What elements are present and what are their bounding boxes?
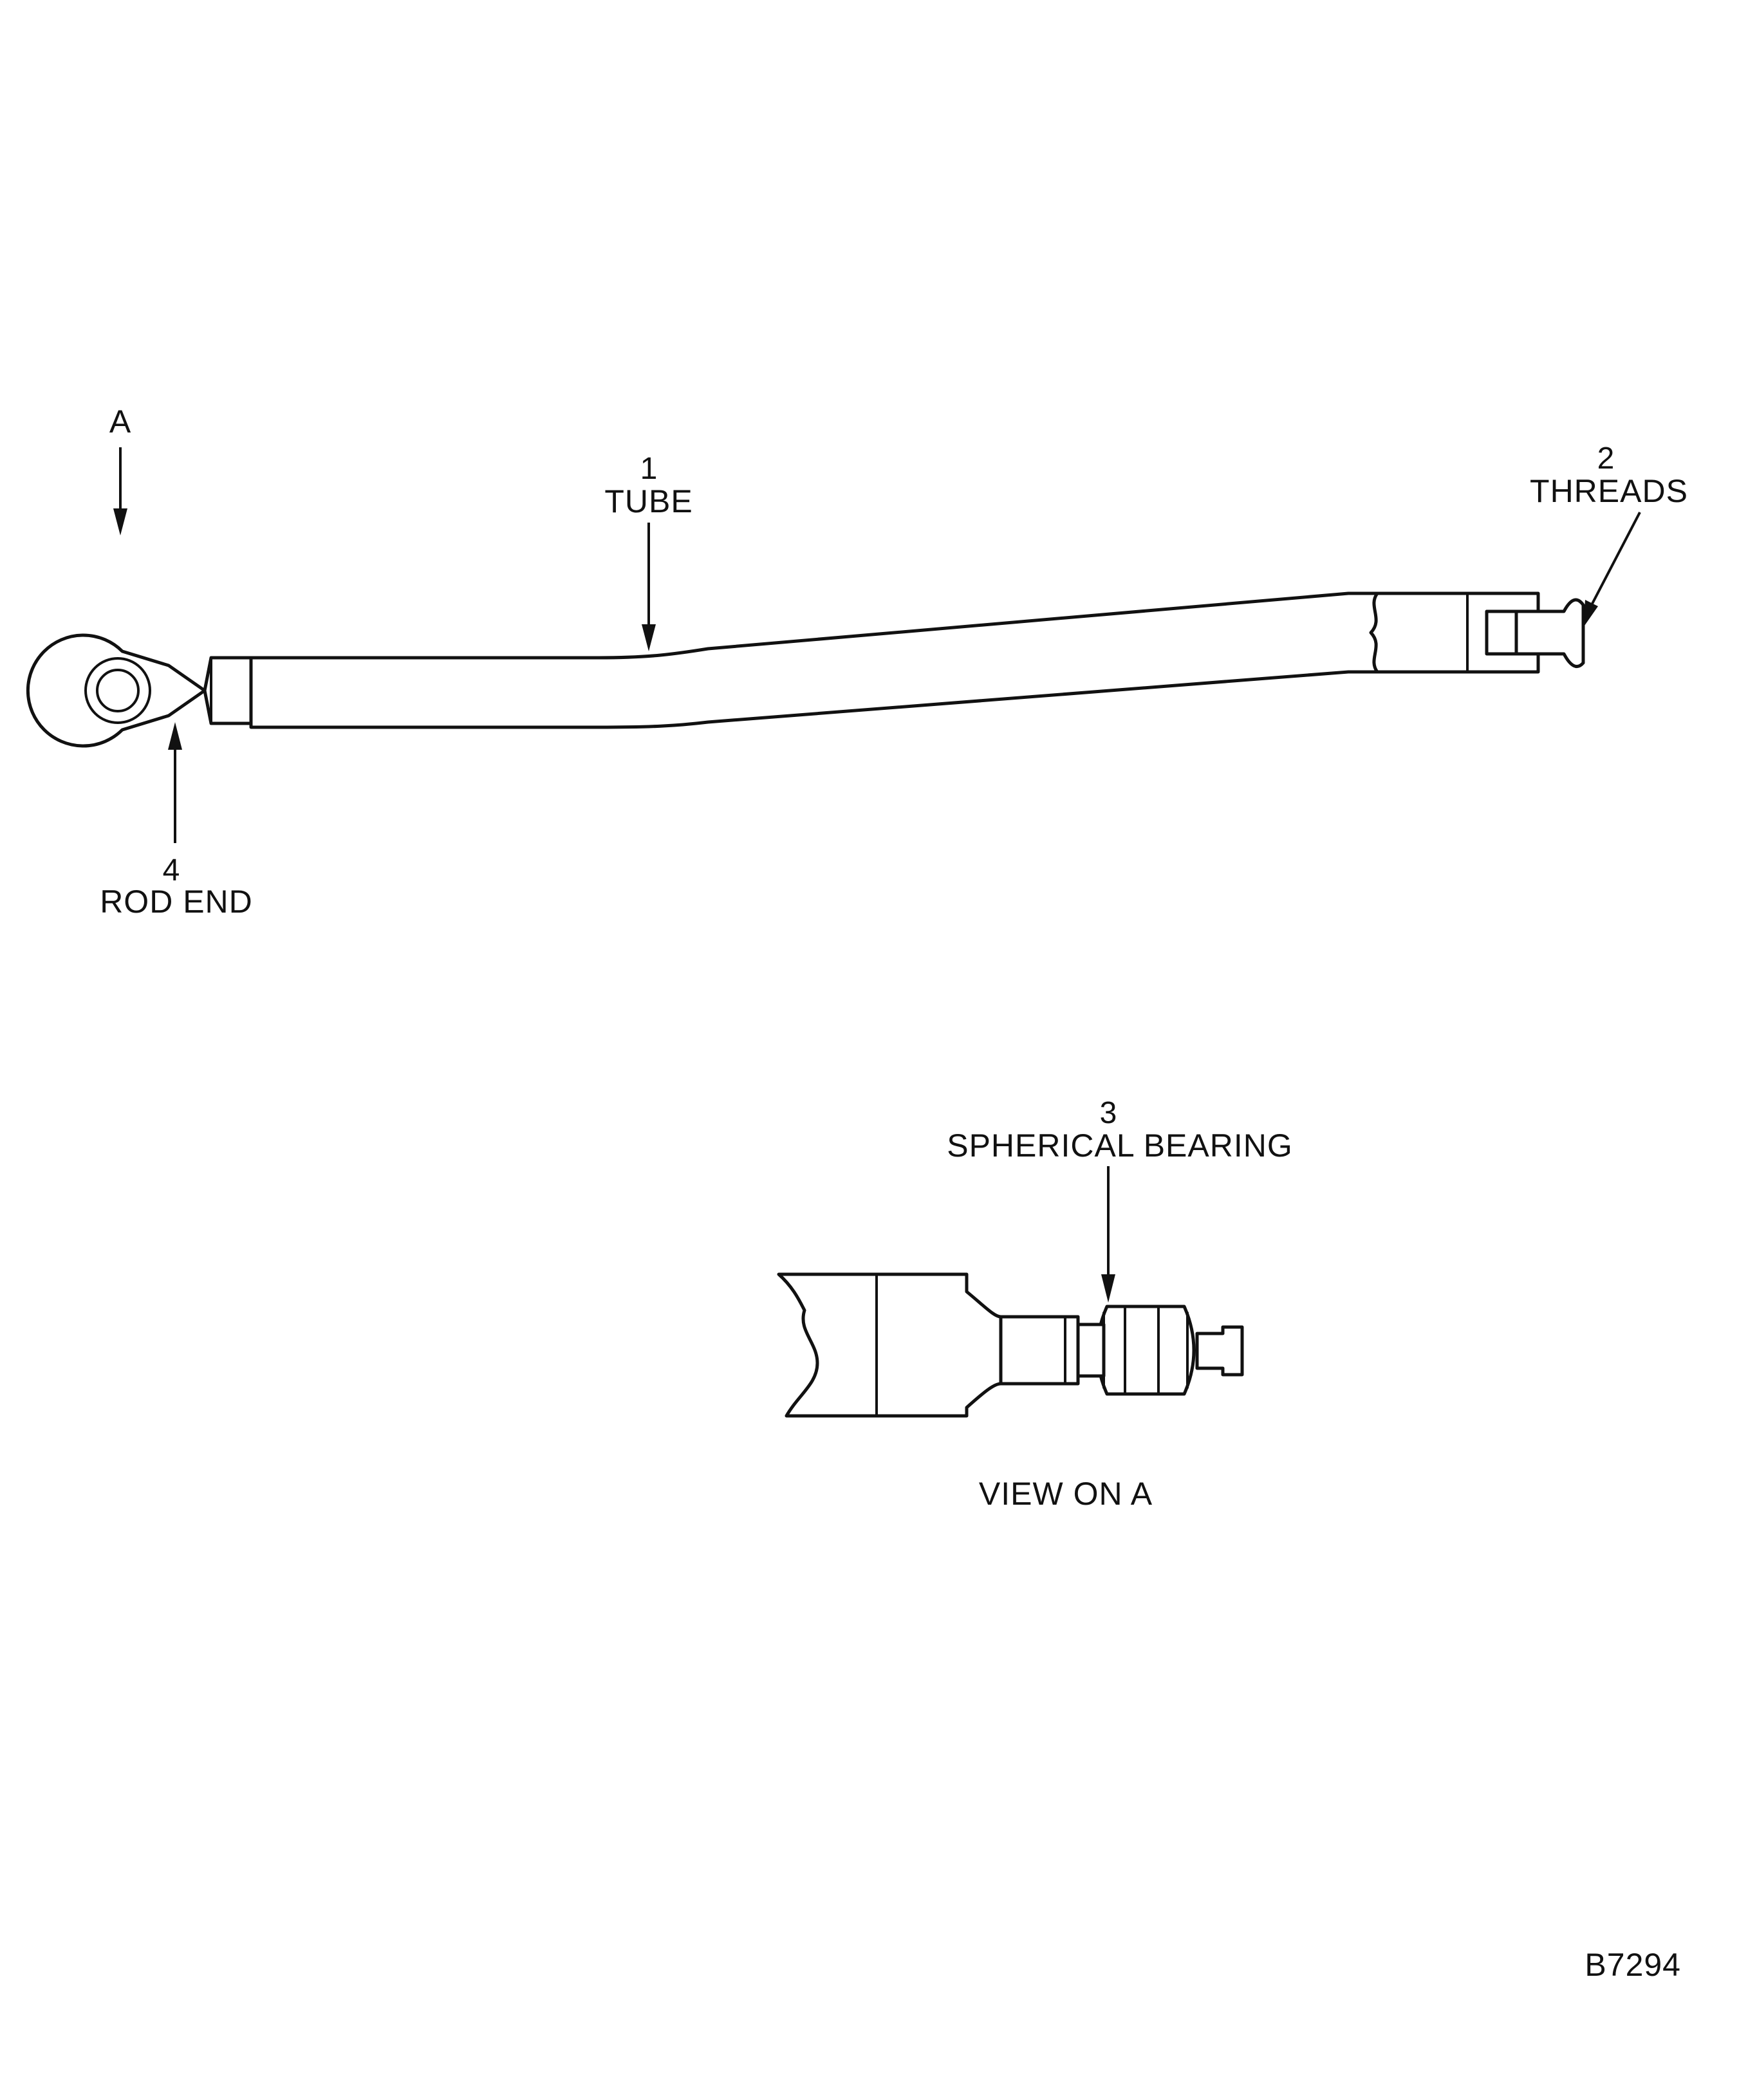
callout-threads-label: THREADS xyxy=(1530,473,1688,509)
view-a-letter: A xyxy=(109,404,131,440)
callout-rod-end-number: 4 xyxy=(163,853,180,887)
thread-relief xyxy=(1485,609,1518,656)
view-caption: VIEW ON A xyxy=(979,1476,1153,1512)
callout-threads: 2 THREADS xyxy=(1530,441,1688,627)
callout-threads-arrowhead xyxy=(1583,600,1598,627)
rod-end-bearing-ring xyxy=(84,657,151,724)
callout-tube-number: 1 xyxy=(640,452,658,486)
rod-end-eye-body xyxy=(26,633,207,748)
callout-bearing-label: SPHERICAL BEARING xyxy=(947,1128,1293,1164)
detail-rod-end-block xyxy=(777,1272,1003,1418)
detail-spherical-bearing xyxy=(1095,1305,1196,1396)
callout-rod-end: 4 ROD END xyxy=(100,722,253,920)
figure-code: B7294 xyxy=(1585,1947,1681,1983)
callout-spherical-bearing: 3 SPHERICAL BEARING xyxy=(947,1096,1293,1303)
callout-threads-leader xyxy=(1591,512,1641,604)
view-on-a-detail xyxy=(777,1272,1244,1418)
callout-rod-end-arrowhead xyxy=(168,722,182,750)
tie-rod-assembly xyxy=(26,591,1585,748)
callout-tube-label: TUBE xyxy=(604,483,693,519)
tube-body xyxy=(249,591,1379,729)
callout-tube: 1 TUBE xyxy=(604,452,693,651)
rod-end-eye xyxy=(26,633,253,748)
callout-rod-end-label: ROD END xyxy=(100,884,253,920)
view-a-marker: A xyxy=(109,404,131,535)
callout-bearing-number: 3 xyxy=(1100,1096,1117,1130)
threaded-end xyxy=(1369,591,1585,674)
detail-stub-pin xyxy=(1195,1325,1244,1377)
rod-end-bore xyxy=(96,669,140,712)
view-a-arrowhead xyxy=(113,508,127,535)
callout-tube-arrowhead xyxy=(642,624,656,651)
callout-bearing-arrowhead xyxy=(1101,1274,1115,1303)
thread-tip xyxy=(1514,598,1585,669)
detail-bearing-left-collar xyxy=(1076,1323,1106,1378)
callout-threads-number: 2 xyxy=(1597,441,1615,476)
